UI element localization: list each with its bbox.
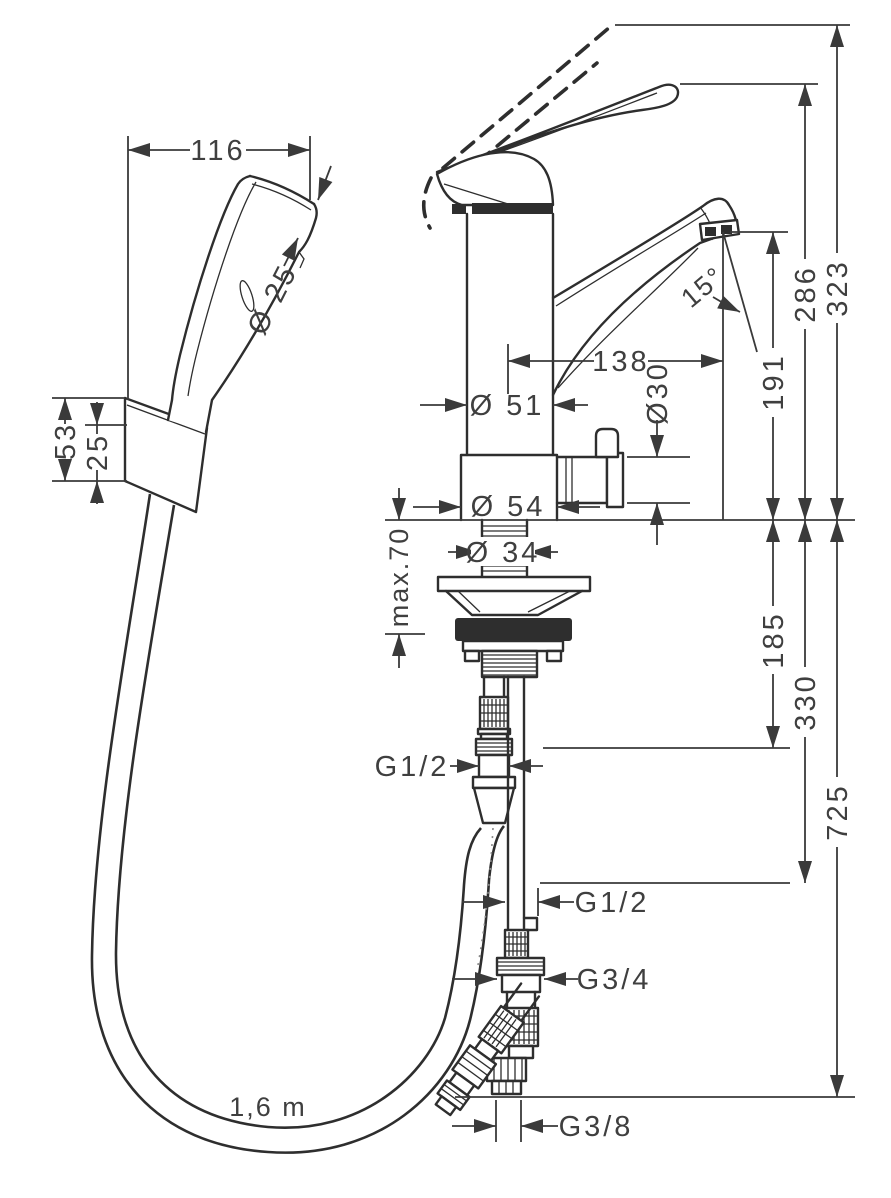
raised-handle-dashed-pivot	[421, 176, 433, 230]
aerator-slot-2	[721, 225, 732, 234]
flange-plate	[436, 575, 592, 593]
dim-label-outlet-diameter: Ø30	[642, 361, 674, 425]
hose-inner-edge	[114, 504, 482, 1130]
side-outlet-rings	[565, 457, 573, 503]
handle-dome-inner-line	[443, 183, 509, 205]
g34-nut-stripes	[497, 961, 544, 971]
faucet	[421, 25, 741, 522]
dim-o25-lower-arrow	[281, 237, 299, 267]
base-block	[459, 453, 559, 522]
handshower-spray-face-inner	[251, 183, 312, 211]
dim-label-handshower-width: 116	[190, 135, 245, 167]
spout-inner-bottom	[557, 247, 699, 389]
ext-g38	[495, 1100, 522, 1142]
handshower-left-contour	[166, 174, 252, 422]
left-nut-stripes	[476, 742, 512, 752]
side-outlet	[555, 455, 609, 505]
spout-inner-top	[555, 212, 707, 307]
diagonal-nut-stripes	[457, 1050, 493, 1082]
dim-o34-label-bg	[471, 537, 535, 566]
diagonal-pipe	[502, 982, 541, 1022]
dim-label-max-counter-thickness: max.70	[384, 527, 414, 628]
raised-handle-dashed-top	[441, 25, 612, 170]
spout	[551, 197, 738, 397]
dome-base-band-left	[452, 204, 466, 214]
dim-label-spout-height: 191	[758, 353, 790, 410]
dim-label-supply-hose-thread: G3/8	[559, 1111, 634, 1143]
handshower-body-fill	[168, 176, 317, 432]
handshower-neck-notch	[298, 251, 305, 269]
diagonal-end-nut-stripes	[440, 1083, 468, 1106]
dim-label-holder-height: 53	[50, 422, 82, 460]
dim-label-shank-diameter: Ø 34	[466, 537, 541, 569]
dim-label-spout-reach: 138	[592, 346, 649, 378]
dim-label-supply-connection-depth: 330	[790, 673, 822, 730]
side-outlet-pin	[594, 427, 620, 459]
dim-label-body-diameter: Ø 51	[470, 390, 545, 422]
left-pipe	[482, 675, 506, 699]
holder-rim-line	[126, 404, 206, 435]
diagonal-knurl-texture	[483, 1010, 519, 1048]
supply-neck	[507, 1044, 535, 1060]
dim-label-supply-thread: G1/2	[575, 887, 650, 919]
dim-label-handle-height: 286	[790, 265, 822, 322]
dim-label-base-diameter: Ø 54	[471, 491, 546, 523]
dim-label-shower-hose-thread: G3/4	[577, 964, 652, 996]
right-knurl-texture	[505, 932, 528, 956]
diagonal-tip	[434, 1095, 458, 1117]
dim-label-hose-outlet-thread: G1/2	[375, 751, 450, 783]
seal-ring	[455, 618, 572, 641]
spout-angle-line	[722, 231, 758, 353]
raised-handle-dashed-bottom	[476, 61, 599, 164]
handshower-inner-line	[187, 181, 257, 397]
dome-base-band	[472, 203, 553, 214]
right-pipe-tab	[522, 916, 539, 932]
dim-label-overall-depth: 725	[822, 783, 854, 840]
flange-funnel-inner	[457, 590, 571, 613]
dim-label-holder-offset: 25	[82, 433, 114, 471]
mounting-tab-left	[463, 649, 481, 663]
handle-dome	[435, 151, 555, 207]
supply-hose-diagonal	[434, 982, 541, 1117]
dim-label-hose-length: 1,6 m	[229, 1092, 307, 1122]
aerator-slot-1	[705, 227, 716, 236]
mounting-bar	[461, 639, 565, 653]
left-strain-relief-cone	[472, 786, 516, 825]
shower-hose-loop	[90, 493, 506, 1154]
g38-hex-nut-stripes	[493, 1058, 523, 1081]
spout-angle-leader	[712, 295, 741, 313]
left-knurl-texture	[480, 699, 508, 727]
left-connector-block	[477, 753, 511, 779]
mounting-tab-right	[545, 649, 563, 663]
handshower-clip-detail	[239, 280, 255, 312]
hose-centerline	[477, 827, 494, 966]
mounting-collar-stripes	[482, 654, 537, 676]
hose-outer-edge	[90, 493, 506, 1154]
right-pipe	[506, 675, 526, 932]
g38-collar-stripes	[498, 1081, 514, 1094]
flange-funnel	[444, 589, 584, 617]
handshower-holder	[123, 174, 318, 514]
handshower-spray-face	[248, 174, 316, 206]
dim-label-total-height: 323	[822, 259, 854, 316]
side-outlet-cap	[605, 451, 625, 509]
handshower-right-contour	[204, 202, 318, 434]
ext-outlet-diameter	[627, 456, 690, 504]
below-deck-hardware	[434, 518, 592, 1117]
dim-o25-upper-arrow	[317, 165, 333, 201]
dim-label-hose-connection-depth: 185	[758, 611, 790, 668]
